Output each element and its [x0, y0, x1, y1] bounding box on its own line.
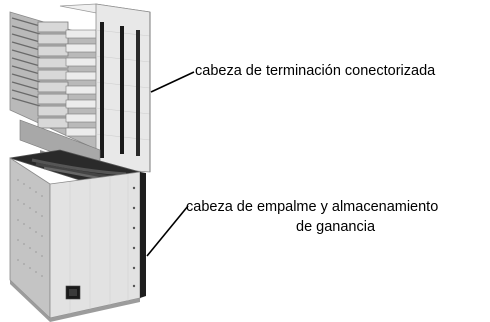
front-slot — [100, 22, 104, 158]
leader-line-top — [150, 71, 195, 93]
front-slot — [136, 30, 140, 156]
fiber-guides — [11, 17, 41, 107]
front-slot — [120, 26, 124, 154]
termination-head — [9, 3, 151, 176]
splice-storage-head — [9, 149, 146, 322]
edge-strip — [140, 172, 146, 298]
splice-storage-label-line1: cabeza de empalme y almacenamiento — [186, 199, 439, 215]
splice-storage-label-line2: de ganancia — [296, 219, 376, 235]
perforations — [17, 179, 43, 277]
leader-line-bottom — [146, 205, 189, 257]
termination-head-label: cabeza de terminación conectorizada — [195, 63, 436, 79]
panel-screws — [132, 186, 136, 288]
